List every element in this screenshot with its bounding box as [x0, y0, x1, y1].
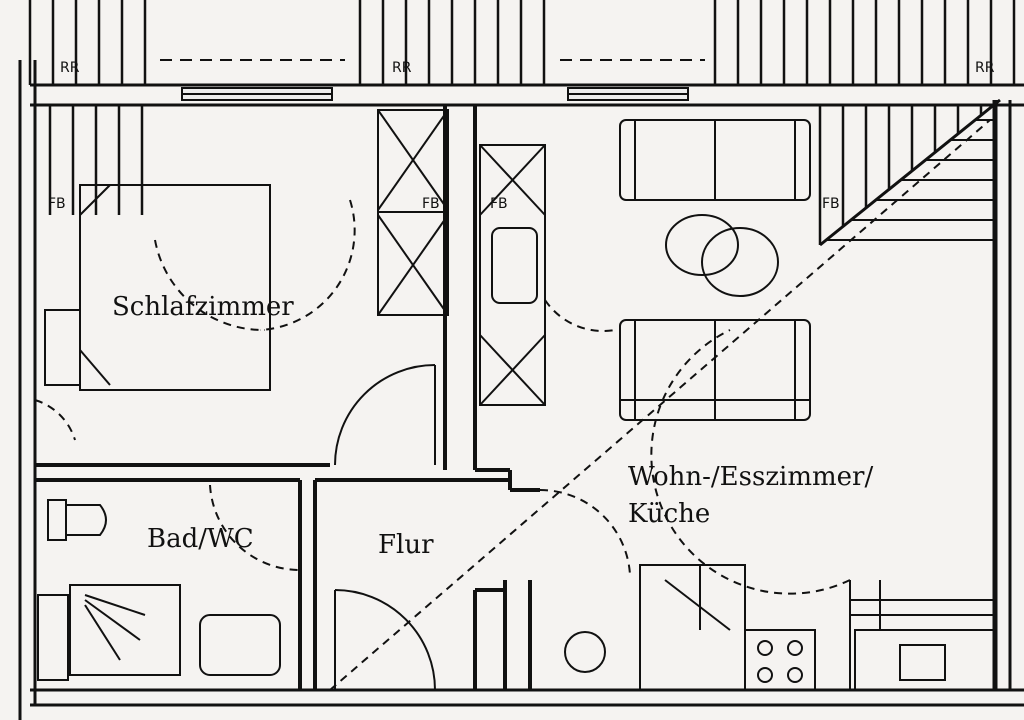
marker-rr: RR: [392, 60, 412, 76]
sink: [199, 614, 281, 676]
room-label-hallway: Flur: [378, 530, 434, 560]
marker-fb: FB: [422, 196, 440, 212]
marker-fb: FB: [490, 196, 508, 212]
wardrobe: [377, 109, 546, 406]
balcony-railing: [28, 0, 1016, 245]
bed: [44, 184, 271, 391]
door-swings: [34, 119, 991, 691]
washing-machine: [564, 631, 606, 673]
staircase: [819, 98, 1001, 247]
marker-fb: FB: [822, 196, 840, 212]
kitchen-shelving: [849, 580, 995, 690]
marker-rr: RR: [60, 60, 80, 76]
room-label-bathroom: Bad/WC: [147, 524, 254, 554]
marker-rr: RR: [975, 60, 995, 76]
toilet: [47, 499, 107, 541]
shower: [37, 584, 181, 681]
room-label-bedroom: Schlafzimmer: [112, 292, 294, 322]
kitchen-counter: [639, 564, 996, 691]
round-tables: [665, 214, 779, 297]
sofa: [619, 119, 811, 421]
doors: [334, 364, 436, 691]
room-label-living-line2: Küche: [628, 499, 711, 529]
marker-fb: FB: [48, 196, 66, 212]
interior-walls: [35, 105, 540, 690]
window: [181, 87, 689, 101]
room-label-living-line1: Wohn-/Esszimmer/: [628, 462, 874, 492]
